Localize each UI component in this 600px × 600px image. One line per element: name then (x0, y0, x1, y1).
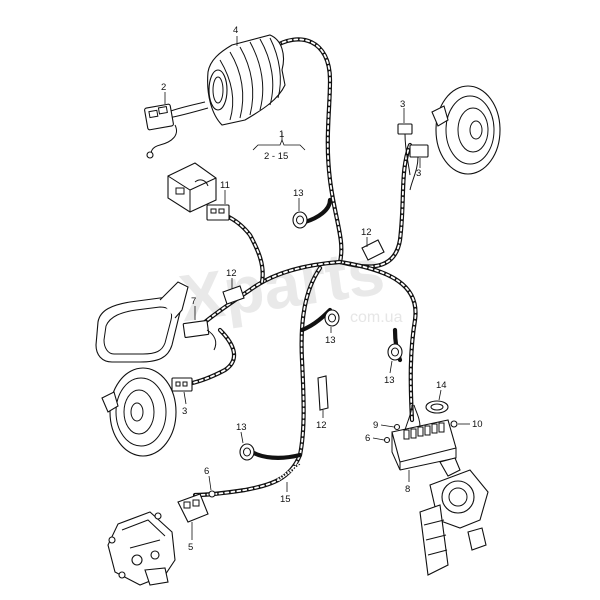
screw-9 (393, 423, 401, 431)
clip-ring-14 (425, 400, 449, 414)
door-mirror (95, 281, 189, 363)
callout-5: 5 (188, 542, 193, 553)
callout-7: 7 (191, 296, 196, 307)
speaker-bottom-left (101, 367, 177, 457)
cable-clip-12-c (317, 375, 329, 411)
callout-10: 10 (472, 419, 483, 430)
connector-3-lower (171, 377, 193, 392)
door-lock (107, 511, 176, 586)
callout-13-a: 13 (293, 188, 304, 199)
connector-5 (177, 490, 216, 523)
callout-8: 8 (405, 484, 410, 495)
switch-module (167, 162, 217, 213)
callout-14: 14 (436, 380, 447, 391)
callout-15: 15 (280, 494, 291, 505)
callout-12-c: 12 (316, 420, 327, 431)
grommet-13-b (324, 309, 340, 327)
speaker-top-right (431, 85, 501, 175)
plug-10 (450, 420, 458, 428)
wiring-harness (185, 37, 418, 498)
spring-15 (277, 462, 301, 482)
callout-1: 1 (279, 129, 284, 140)
callout-13-c: 13 (384, 375, 395, 386)
grommet-13-a (292, 211, 308, 229)
callout-6-right: 6 (365, 433, 370, 444)
callout-2: 2 (161, 82, 166, 93)
callout-3-top: 3 (400, 99, 405, 110)
connector-2 (144, 101, 209, 159)
callout-1-range: 2 - 15 (264, 151, 288, 162)
callout-3-low: 3 (182, 406, 187, 417)
callout-12-a: 12 (361, 227, 372, 238)
callout-9: 9 (373, 420, 378, 431)
cable-clip-12-b (222, 285, 245, 305)
grommet-13-c (387, 343, 403, 361)
screw-6-right (383, 436, 391, 444)
callout-4: 4 (233, 25, 238, 36)
grommet-13-d (239, 443, 255, 461)
connector-3-upper (397, 123, 429, 191)
callout-12-b: 12 (226, 268, 237, 279)
callout-13-d: 13 (236, 422, 247, 433)
leader-lines (164, 36, 470, 540)
control-unit-8 (391, 404, 457, 471)
callout-labels: 4 2 1 2 - 15 3 3 11 13 12 12 7 13 13 3 1… (161, 25, 483, 553)
callout-3-mid: 3 (416, 168, 421, 179)
callout-13-b: 13 (325, 335, 336, 346)
rubber-boot (207, 34, 286, 126)
cable-clip-12-a (361, 239, 385, 261)
watermark-url: com.ua (350, 309, 403, 326)
connector-11 (206, 204, 230, 221)
callout-6-left: 6 (204, 466, 209, 477)
connector-7 (182, 319, 217, 351)
window-motor (419, 457, 489, 576)
callout-11: 11 (220, 180, 230, 191)
